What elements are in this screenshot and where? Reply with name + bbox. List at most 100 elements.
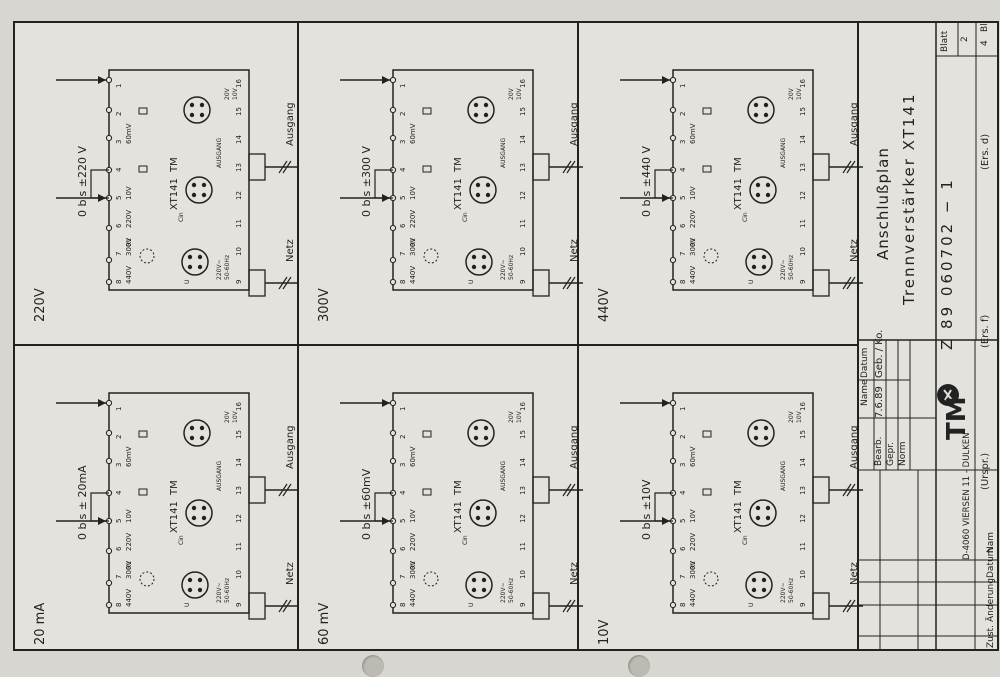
terminal-number: 1 bbox=[679, 407, 687, 411]
range-label: 300V bbox=[317, 288, 332, 322]
terminal-number: 13 bbox=[519, 163, 527, 172]
socket-pin bbox=[485, 515, 491, 521]
socket-pin bbox=[761, 587, 767, 593]
mains-label: 50-60Hz bbox=[788, 255, 795, 280]
socket-pin bbox=[765, 505, 771, 511]
terminal-number: 14 bbox=[235, 135, 243, 144]
terminal-number: 5 bbox=[679, 196, 687, 200]
socket-pin bbox=[473, 435, 479, 441]
terminal-number: 3 bbox=[679, 140, 687, 144]
socket-pin bbox=[201, 515, 207, 521]
punch-hole bbox=[628, 655, 650, 677]
jumper-wire bbox=[374, 492, 393, 522]
terminal-number: 8 bbox=[679, 603, 687, 607]
netz-label: Netz bbox=[849, 562, 860, 585]
resistor-icon bbox=[422, 165, 432, 173]
resistor-icon bbox=[702, 488, 712, 496]
terminal-node bbox=[105, 429, 113, 437]
terminal-node bbox=[669, 547, 677, 555]
socket-pin bbox=[481, 577, 487, 583]
socket-pin bbox=[763, 435, 769, 441]
netz-label: Netz bbox=[569, 562, 580, 585]
socket-pin bbox=[481, 587, 487, 593]
socket-ring bbox=[181, 571, 209, 599]
terminal-number: 10 bbox=[235, 247, 243, 256]
socket-pin bbox=[187, 587, 193, 593]
terminal-number: 16 bbox=[799, 79, 807, 88]
socket-ring bbox=[749, 499, 777, 527]
terminal-number: 8 bbox=[399, 280, 407, 284]
terminal-number: 12 bbox=[799, 191, 807, 200]
terminal-node bbox=[389, 579, 397, 587]
terminal-number: 9 bbox=[235, 280, 243, 284]
terminal-number: 8 bbox=[115, 280, 123, 284]
punch-hole bbox=[362, 655, 384, 677]
resistor-icon bbox=[702, 165, 712, 173]
out-range: 10V bbox=[796, 410, 803, 423]
ausgang-device-label: AUSGANG bbox=[216, 137, 223, 168]
terminal-number: 1 bbox=[399, 84, 407, 88]
terminal-voltage: 60mV bbox=[125, 446, 133, 467]
r1-label: R1 bbox=[410, 238, 417, 246]
socket-pin bbox=[473, 102, 479, 108]
terminal-voltage: 440V bbox=[409, 266, 417, 284]
cable-icon bbox=[842, 483, 856, 497]
out-range: 20V bbox=[788, 410, 795, 423]
resistor-icon bbox=[138, 430, 148, 438]
terminal-number: 15 bbox=[799, 430, 807, 439]
mains-label: 220V~ bbox=[216, 582, 223, 603]
socket-pin bbox=[761, 577, 767, 583]
socket-pin bbox=[765, 192, 771, 198]
socket-pin bbox=[189, 425, 195, 431]
socket-ring bbox=[747, 419, 775, 447]
terminal-voltage: 60mV bbox=[689, 123, 697, 144]
terminal-node bbox=[669, 224, 677, 232]
terminal-node bbox=[669, 457, 677, 465]
terminal-node bbox=[669, 256, 677, 264]
terminal-node bbox=[389, 76, 397, 84]
device-brand: TM bbox=[453, 480, 464, 496]
device-name: XT141 bbox=[453, 501, 464, 533]
r1-circle bbox=[703, 248, 719, 264]
ausgang-device-label: AUSGANG bbox=[500, 460, 507, 491]
terminal-number: 3 bbox=[115, 140, 123, 144]
socket-ring bbox=[185, 176, 213, 204]
socket-ring bbox=[185, 499, 213, 527]
terminal-voltage: 220V bbox=[689, 210, 697, 228]
terminal-number: 8 bbox=[399, 603, 407, 607]
terminal-number: 11 bbox=[235, 542, 243, 551]
socket-pin bbox=[753, 425, 759, 431]
socket-pin bbox=[761, 264, 767, 270]
socket-pin bbox=[483, 112, 489, 118]
input-label: 0 bis ±10V bbox=[640, 479, 653, 540]
terminal-number: 5 bbox=[399, 196, 407, 200]
terminal-voltage: 300V bbox=[689, 238, 697, 256]
ausgang-label: Ausgang bbox=[849, 425, 860, 469]
terminal-number: 9 bbox=[519, 603, 527, 607]
out-range: 20V bbox=[508, 410, 515, 423]
terminal-voltage: 60mV bbox=[689, 446, 697, 467]
terminal-number: 4 bbox=[115, 490, 123, 495]
socket-pin bbox=[191, 505, 197, 511]
terminal-node bbox=[105, 399, 113, 407]
terminal-voltage: 60mV bbox=[409, 123, 417, 144]
terminal-number: 9 bbox=[799, 280, 807, 284]
socket-pin bbox=[189, 435, 195, 441]
terminal-number: 8 bbox=[679, 280, 687, 284]
r1-circle bbox=[423, 248, 439, 264]
terminal-number: 10 bbox=[799, 247, 807, 256]
cable-icon bbox=[562, 483, 576, 497]
socket-pin bbox=[199, 425, 205, 431]
terminal-voltage: 220V bbox=[409, 210, 417, 228]
socket-pin bbox=[751, 264, 757, 270]
socket-pin bbox=[191, 182, 197, 188]
cable-icon bbox=[562, 160, 576, 174]
terminal-number: 3 bbox=[399, 463, 407, 467]
terminal-voltage: 10V bbox=[689, 509, 697, 523]
socket-pin bbox=[753, 435, 759, 441]
netz-label: Netz bbox=[285, 562, 296, 585]
tm-logo-icon bbox=[943, 389, 953, 401]
terminal-number: 15 bbox=[799, 107, 807, 116]
